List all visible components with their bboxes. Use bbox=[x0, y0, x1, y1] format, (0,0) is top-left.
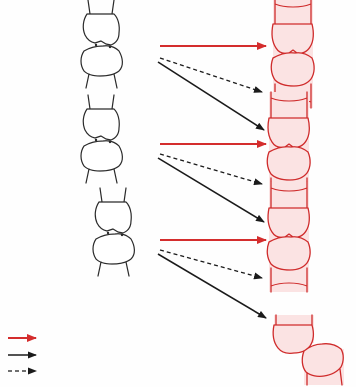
dashed-arrow-1 bbox=[160, 58, 262, 92]
tooth-figure-right-1 bbox=[271, 0, 314, 108]
tooth-figure-left-2 bbox=[81, 95, 122, 183]
black-arrow-3 bbox=[158, 254, 266, 318]
tooth-figure-right-3 bbox=[267, 182, 310, 292]
tooth-figure-left-1 bbox=[81, 0, 122, 88]
black-arrow-1 bbox=[158, 62, 264, 130]
black-arrow-2 bbox=[158, 158, 264, 222]
legend bbox=[8, 338, 36, 371]
tooth-figure-right-4 bbox=[273, 315, 344, 385]
tooth-figure-left-3 bbox=[93, 188, 134, 276]
